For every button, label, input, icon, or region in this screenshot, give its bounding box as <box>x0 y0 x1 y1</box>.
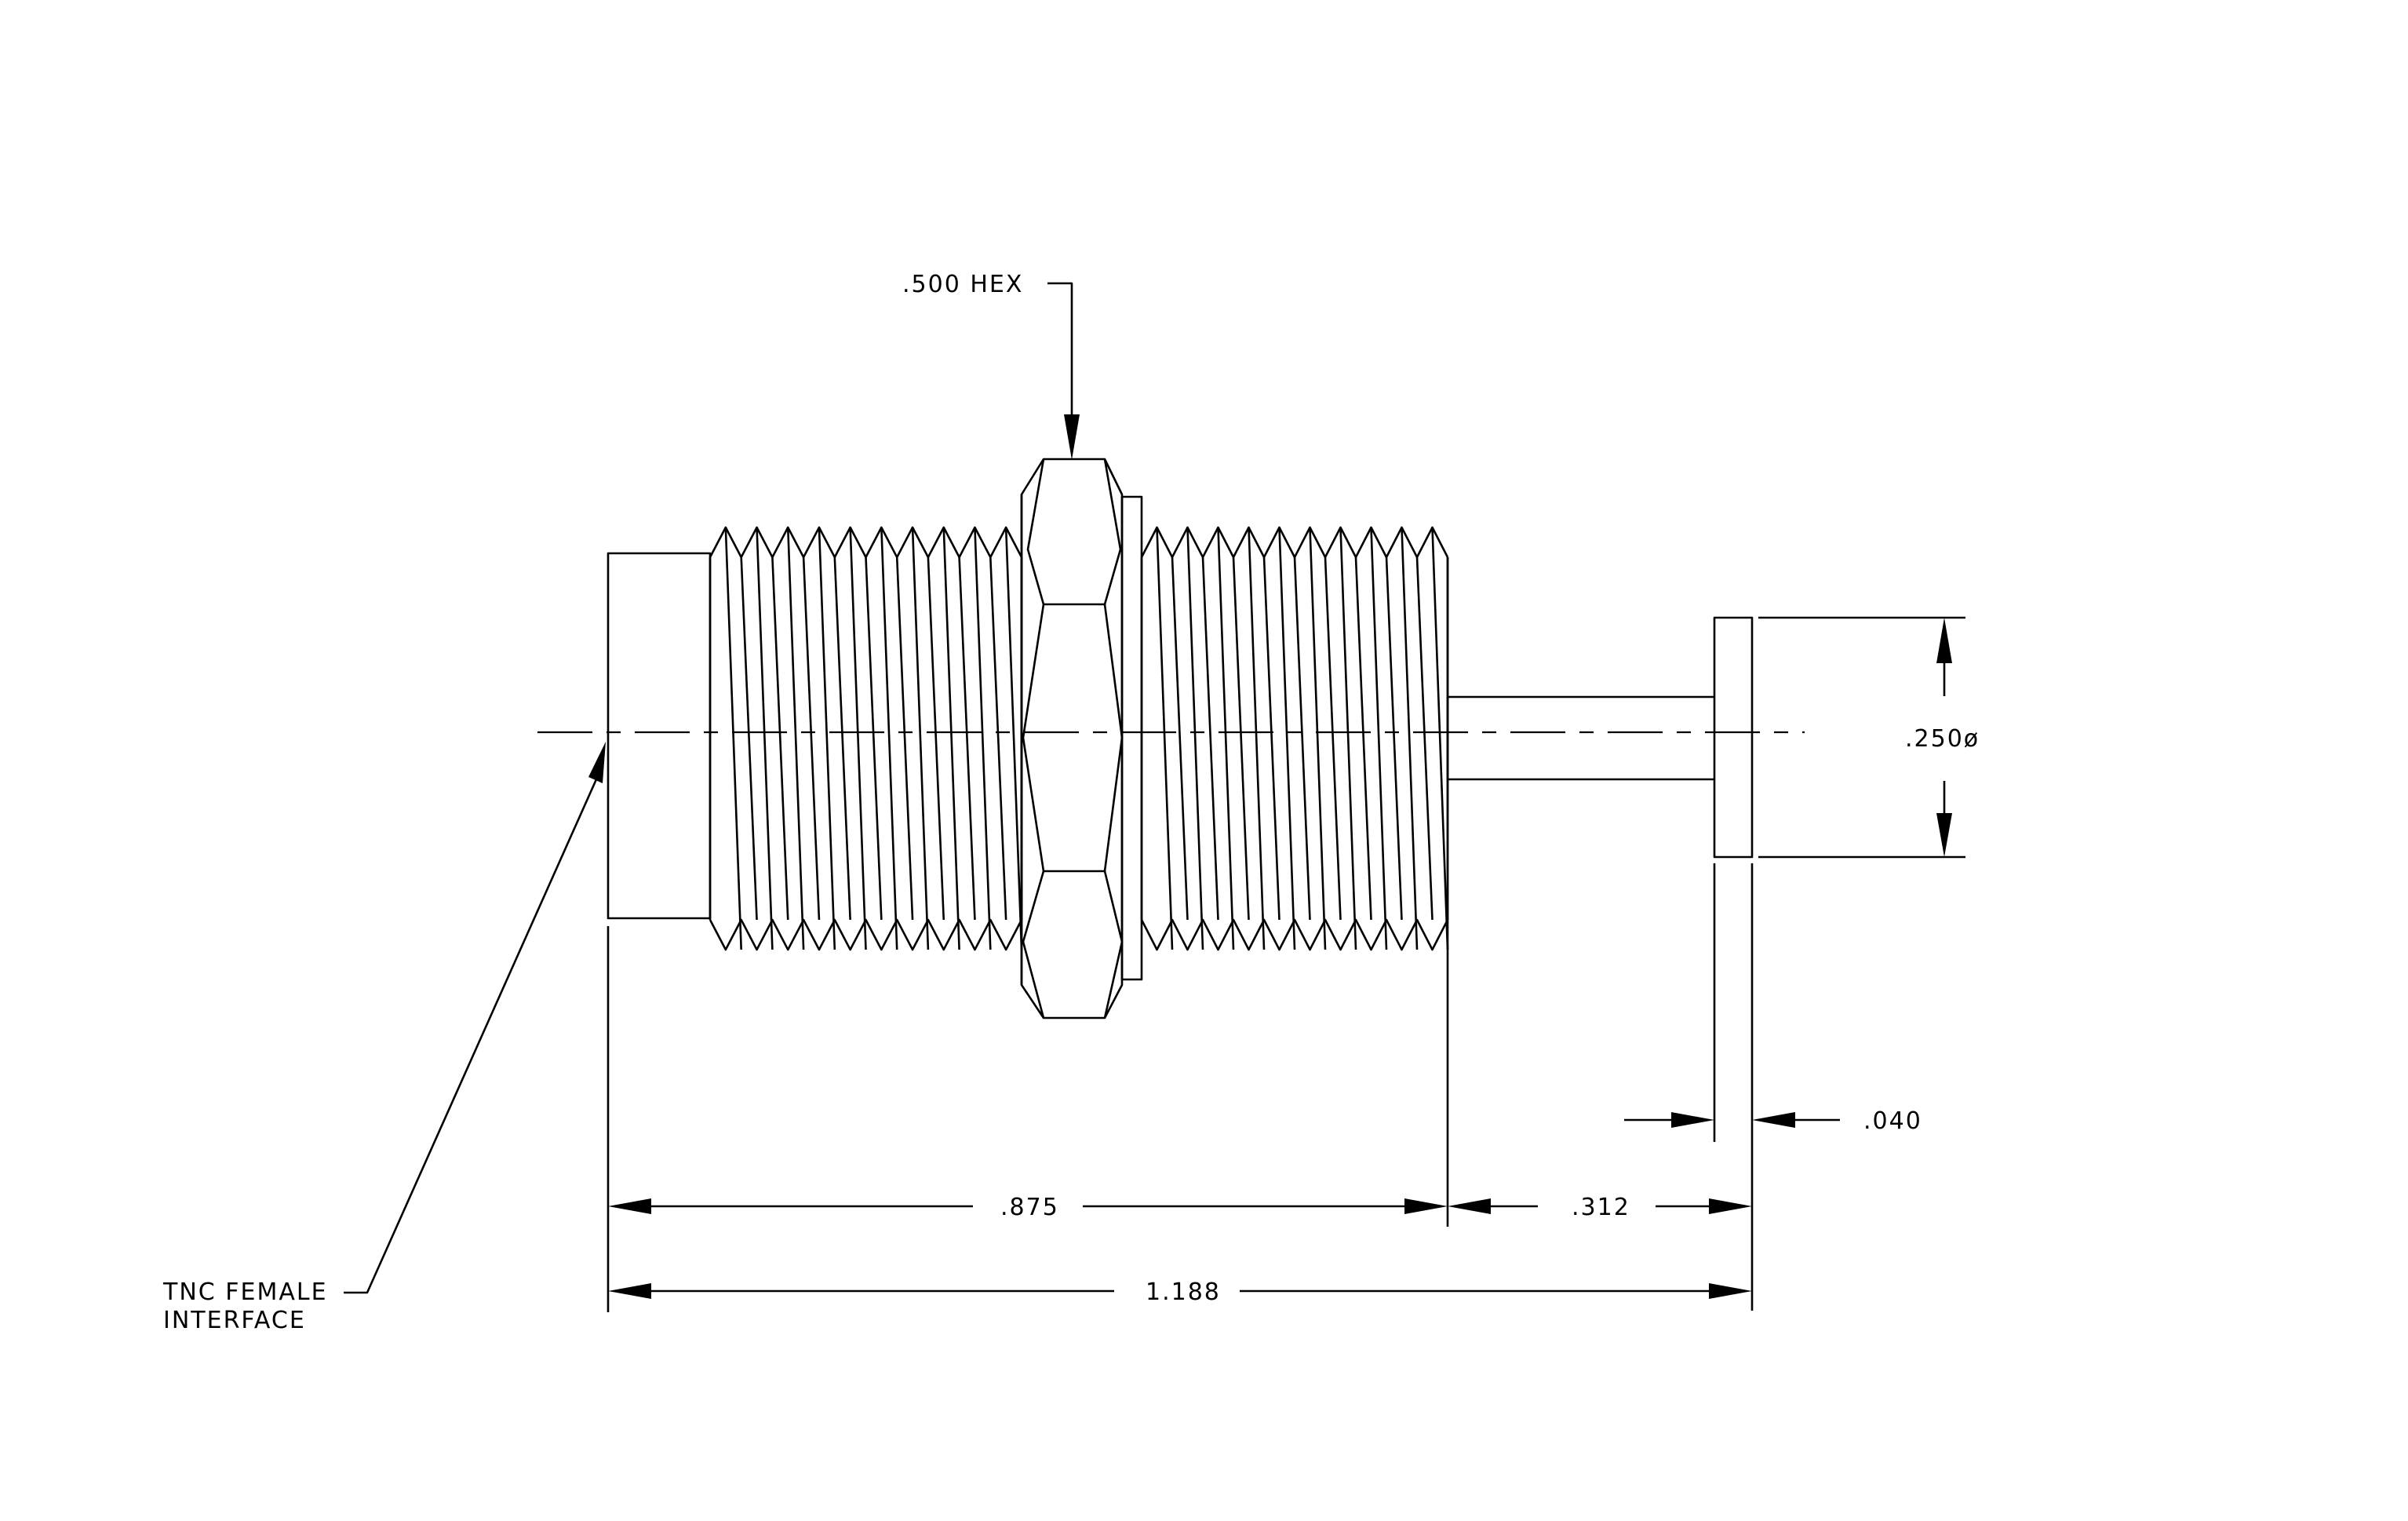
thread-left-helix-root <box>927 556 945 921</box>
pin-length-label: .312 <box>1572 1194 1630 1221</box>
thread-right-helix-root <box>1171 556 1189 921</box>
hex-callout: .500 HEX <box>902 271 1023 298</box>
thread-right-helix-line <box>1309 527 1327 950</box>
thread-right-helix-line <box>1431 527 1449 950</box>
contact-pin <box>1446 695 1714 781</box>
thread-left-helix-root <box>833 556 851 921</box>
thread-right-helix-line <box>1156 527 1174 950</box>
thread-right-helix-root <box>1354 556 1372 921</box>
thread-left-helix-root <box>865 556 883 921</box>
body-length-dimension <box>608 1198 1448 1214</box>
thread-right-helix-line <box>1217 527 1235 950</box>
diameter-label: .250ø <box>1905 725 1980 753</box>
pin-length-dimension <box>1448 1198 1752 1214</box>
thread-right-helix-line <box>1278 527 1296 950</box>
thread-section-left <box>709 526 1023 951</box>
thread-left-helix-root <box>989 556 1007 921</box>
thread-left-helix-line <box>724 527 742 950</box>
flange-thickness-label: .040 <box>1863 1107 1922 1135</box>
interface-front-face <box>607 552 712 920</box>
thread-left-helix-line <box>786 527 805 950</box>
hex-leader <box>1047 282 1080 460</box>
thread-left-helix-line <box>818 527 836 950</box>
thread-left-helix-root <box>958 556 976 921</box>
interface-label-line1: TNC FEMALE <box>162 1278 328 1306</box>
thread-right-helix-root <box>1262 556 1281 921</box>
thread-right-helix-root <box>1293 556 1311 921</box>
overall-length-label: 1.188 <box>1146 1278 1221 1306</box>
thread-left-helix-line <box>756 527 774 950</box>
overall-length-dimension <box>608 1283 1752 1299</box>
thread-left-crest-bottom <box>709 918 1023 951</box>
thread-right-helix-root <box>1385 556 1403 921</box>
thread-left-helix-root <box>740 556 758 921</box>
hex-nut <box>1020 458 1124 1019</box>
thread-right-helix-root <box>1232 556 1250 921</box>
thread-left-helix-line <box>942 527 960 950</box>
interface-leader <box>344 742 606 1294</box>
thread-right-helix-line <box>1186 527 1204 950</box>
thread-left-helix-root <box>895 556 914 921</box>
thread-right-helix-line <box>1401 527 1419 950</box>
pin-flange <box>1713 616 1754 859</box>
thread-right-helix-root <box>1201 556 1219 921</box>
thread-right-helix-line <box>1339 527 1357 950</box>
thread-left-helix-line <box>880 527 898 950</box>
flange-thickness-dimension <box>1624 863 1840 1311</box>
thread-right-crest-bottom <box>1140 918 1449 951</box>
body-length-label: .875 <box>1000 1194 1059 1221</box>
thread-left-helix-line <box>911 527 930 950</box>
diameter-dimension <box>1758 616 1965 859</box>
thread-right-helix-root <box>1324 556 1342 921</box>
thread-right-helix-root <box>1415 556 1434 921</box>
thread-left-helix-line <box>1004 527 1023 950</box>
thread-left-helix-line <box>849 527 867 950</box>
thread-section-right <box>1140 526 1449 951</box>
thread-left-helix-root <box>771 556 789 921</box>
thread-right-helix-line <box>1370 527 1388 950</box>
thread-left-helix-root <box>802 556 821 921</box>
lock-washer <box>1120 495 1143 981</box>
thread-left-helix-line <box>974 527 992 950</box>
interface-label-line2: INTERFACE <box>163 1307 306 1334</box>
thread-right-helix-line <box>1248 527 1266 950</box>
